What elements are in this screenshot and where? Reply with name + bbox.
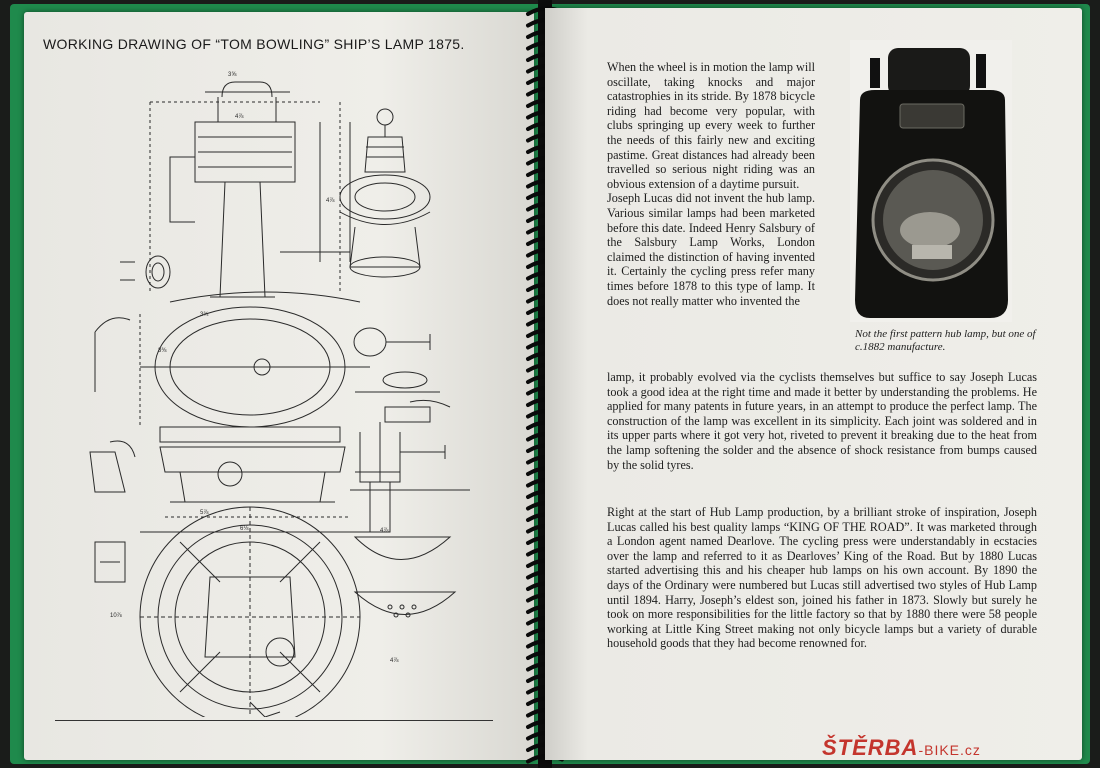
lamp-elevation (149, 81, 351, 298)
svg-text:3¾: 3¾ (200, 312, 209, 318)
lamp-base (89, 440, 350, 518)
paragraph-2-start: Joseph Lucas did not invent the hub lamp… (607, 191, 815, 308)
svg-text:6⅛: 6⅛ (240, 526, 249, 532)
lamp-photo (850, 40, 1012, 322)
paragraph-2-end: lamp, it probably evolved via the cyclis… (607, 370, 1037, 472)
photo-caption: Not the first pattern hub lamp, but one … (855, 328, 1036, 353)
parts-detail (350, 327, 470, 618)
svg-text:10⅞: 10⅞ (110, 613, 123, 619)
text-column-wide-1: lamp, it probably evolved via the cyclis… (607, 370, 1037, 472)
base-plan (94, 506, 380, 717)
text-column-narrow: When the wheel is in motion the lamp wil… (607, 60, 815, 308)
svg-text:4⅞: 4⅞ (390, 658, 399, 664)
paragraph-1: When the wheel is in motion the lamp wil… (607, 60, 815, 191)
technical-drawing: 3⅝ 4⅞ 4⅞ 3¾ 3⅜ 5⅞ 6⅛ 10⅞ 4⅞ 4⅞ (89, 72, 470, 717)
svg-text:4⅞: 4⅞ (326, 198, 335, 204)
lamp-perspective (339, 108, 431, 278)
watermark-domain: -BIKE.cz (918, 742, 981, 758)
svg-text:4⅞: 4⅞ (235, 114, 244, 120)
svg-text:3⅝: 3⅝ (228, 72, 237, 78)
lamp-plan (94, 291, 370, 443)
svg-text:3⅜: 3⅜ (158, 348, 167, 354)
svg-text:5⅞: 5⅞ (200, 510, 209, 516)
bottom-rule (55, 720, 493, 721)
site-watermark: ŠTĚRBA-BIKE.cz (822, 735, 981, 761)
text-column-wide-2: Right at the start of Hub Lamp productio… (607, 505, 1037, 651)
watermark-name: ŠTĚRBA (822, 735, 919, 760)
paragraph-3: Right at the start of Hub Lamp productio… (607, 505, 1037, 651)
svg-text:4⅞: 4⅞ (380, 528, 389, 534)
drawing-title: WORKING DRAWING OF “TOM BOWLING” SHIP’S … (43, 36, 465, 52)
